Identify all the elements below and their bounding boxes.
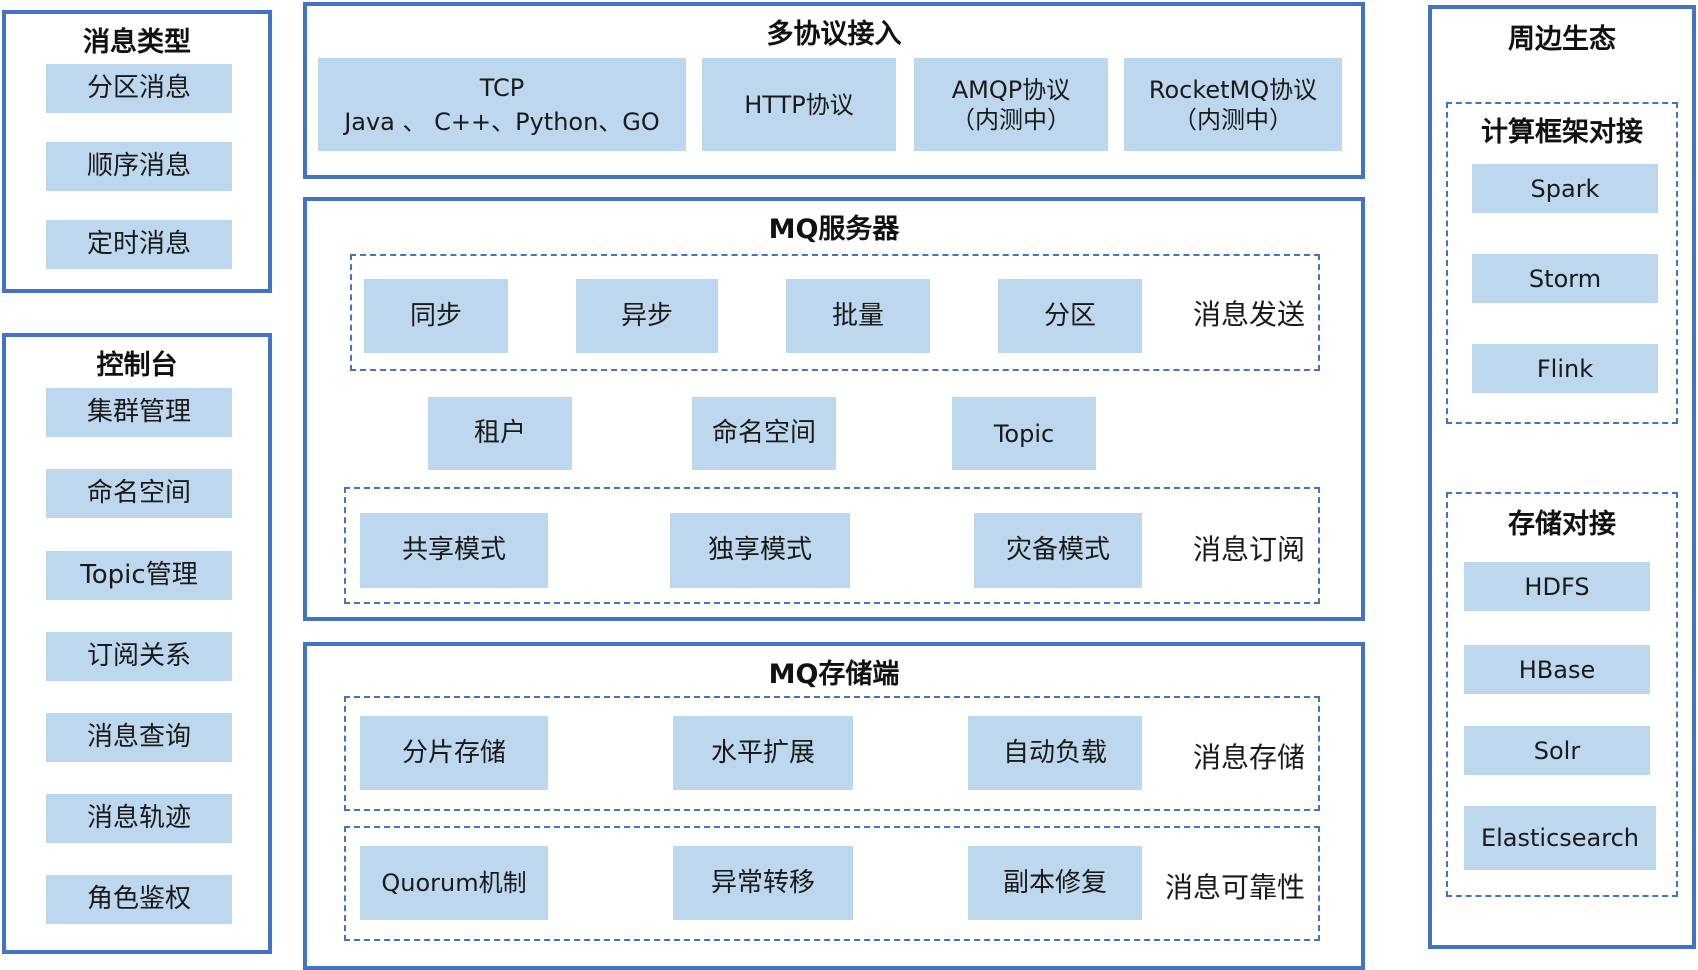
console-item-cluster: 集群管理 bbox=[46, 388, 232, 437]
compute-storm: Storm bbox=[1472, 254, 1658, 303]
subscribe-exclusive: 独享模式 bbox=[670, 513, 850, 588]
console-item-trace: 消息轨迹 bbox=[46, 794, 232, 843]
store-label: 消息存储 bbox=[1193, 741, 1306, 774]
ecosystem-panel: 周边生态 bbox=[1428, 5, 1696, 949]
subscribe-group bbox=[344, 487, 1320, 604]
console-item-query: 消息查询 bbox=[46, 713, 232, 762]
reliability-quorum: Quorum机制 bbox=[360, 846, 548, 920]
storage-title: MQ存储端 bbox=[768, 659, 900, 690]
storage-hdfs: HDFS bbox=[1464, 562, 1650, 611]
compute-title: 计算框架对接 bbox=[1481, 117, 1643, 148]
console-item-namespace: 命名空间 bbox=[46, 469, 232, 518]
protocol-tcp-line1: TCP bbox=[479, 73, 525, 102]
ecosystem-title: 周边生态 bbox=[1508, 24, 1616, 55]
subscribe-failover: 灾备模式 bbox=[974, 513, 1142, 588]
protocol-rocketmq-line1: RocketMQ协议 bbox=[1148, 75, 1318, 104]
protocol-amqp: AMQP协议 （内测中） bbox=[914, 58, 1108, 151]
store-autobalance: 自动负载 bbox=[968, 716, 1142, 790]
compute-spark: Spark bbox=[1472, 164, 1658, 213]
protocol-title: 多协议接入 bbox=[766, 19, 902, 50]
subscribe-shared: 共享模式 bbox=[360, 513, 548, 588]
send-async: 异步 bbox=[576, 279, 718, 353]
send-partition: 分区 bbox=[998, 279, 1142, 353]
store-sharding: 分片存储 bbox=[360, 716, 548, 790]
storage-hbase: HBase bbox=[1464, 645, 1650, 694]
send-sync: 同步 bbox=[364, 279, 508, 353]
protocol-amqp-line1: AMQP协议 bbox=[951, 75, 1071, 104]
reliability-label: 消息可靠性 bbox=[1165, 871, 1306, 904]
message-type-scheduled: 定时消息 bbox=[46, 220, 232, 269]
reliability-failover: 异常转移 bbox=[673, 846, 853, 920]
compute-group: 计算框架对接 bbox=[1446, 102, 1678, 424]
send-batch: 批量 bbox=[786, 279, 930, 353]
protocol-tcp: TCP Java 、 C++、Python、GO bbox=[318, 58, 686, 151]
console-item-subscription: 订阅关系 bbox=[46, 632, 232, 681]
protocol-tcp-line2: Java 、 C++、Python、GO bbox=[344, 107, 660, 136]
storage-solr: Solr bbox=[1464, 726, 1650, 775]
protocol-rocketmq-line2: （内测中） bbox=[1172, 105, 1293, 134]
store-scale: 水平扩展 bbox=[673, 716, 853, 790]
reliability-group bbox=[344, 826, 1320, 941]
send-label: 消息发送 bbox=[1193, 298, 1306, 331]
storage-elasticsearch: Elasticsearch bbox=[1464, 806, 1656, 870]
storage-connect-title: 存储对接 bbox=[1508, 509, 1616, 540]
console-title: 控制台 bbox=[96, 350, 178, 381]
protocol-amqp-line2: （内测中） bbox=[951, 105, 1071, 134]
subscribe-label: 消息订阅 bbox=[1193, 533, 1306, 566]
protocol-rocketmq: RocketMQ协议 （内测中） bbox=[1124, 58, 1342, 151]
storage-connect-group: 存储对接 bbox=[1446, 492, 1678, 897]
console-item-auth: 角色鉴权 bbox=[46, 875, 232, 924]
message-type-ordered: 顺序消息 bbox=[46, 142, 232, 191]
reliability-repair: 副本修复 bbox=[968, 846, 1142, 920]
server-namespace: 命名空间 bbox=[692, 397, 836, 470]
compute-flink: Flink bbox=[1472, 344, 1658, 393]
protocol-http: HTTP协议 bbox=[702, 58, 896, 151]
message-types-title: 消息类型 bbox=[83, 27, 191, 58]
store-group bbox=[344, 696, 1320, 811]
send-group bbox=[350, 254, 1320, 371]
server-topic: Topic bbox=[952, 397, 1096, 470]
server-title: MQ服务器 bbox=[768, 214, 900, 245]
message-type-partition: 分区消息 bbox=[46, 64, 232, 113]
server-tenant: 租户 bbox=[428, 397, 572, 470]
console-item-topic: Topic管理 bbox=[46, 551, 232, 600]
